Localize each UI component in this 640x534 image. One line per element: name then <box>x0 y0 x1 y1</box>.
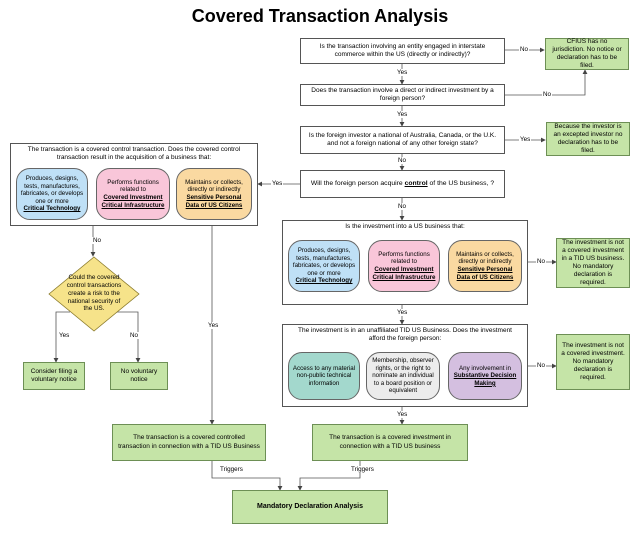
control-data-text: Maintains or collects, directly or indir… <box>185 178 243 194</box>
question-foreign-investment: Does the transaction involve a direct or… <box>300 84 505 106</box>
result-excepted-investor: Because the investor is an excepted inve… <box>546 122 630 156</box>
unaff-access-info: Access to any material non-public techni… <box>288 352 360 400</box>
label-no: No <box>397 203 408 210</box>
result-not-covered: The investment is not a covered investme… <box>556 334 630 390</box>
mandatory-declaration-analysis: Mandatory Declaration Analysis <box>232 490 388 524</box>
control-tech-emph: Critical Technology <box>23 205 81 213</box>
result-covered-controlled-transaction: The transaction is a covered controlled … <box>112 424 266 461</box>
label-triggers: Triggers <box>219 466 244 473</box>
control-sensitive-data: Maintains or collects, directly or indir… <box>176 168 252 220</box>
investment-frame-title: Is the investment into a US business tha… <box>345 223 465 230</box>
unaff-decision-making: Any involvement in Substantive Decision … <box>448 352 522 400</box>
control-infra-text: Performs functions related to <box>107 178 159 194</box>
control-infra-emph: Covered Investment Critical Infrastructu… <box>101 194 165 209</box>
invest-infra-emph: Covered Investment Critical Infrastructu… <box>372 266 436 281</box>
covered-control-frame-title: The transaction is a covered control tra… <box>27 146 241 162</box>
label-yes: Yes <box>396 111 409 118</box>
result-no-voluntary-notice: No voluntary notice <box>110 362 168 390</box>
control-data-emph: Sensitive Personal Data of US Citizens <box>185 194 243 209</box>
result-consider-filing: Consider filing a voluntary notice <box>23 362 85 390</box>
control-critical-infrastructure: Performs functions related to Covered In… <box>96 168 170 220</box>
control-question-prefix: Will the foreign person acquire <box>310 179 403 187</box>
unaff-involvement-emph: Substantive Decision Making <box>453 372 517 387</box>
question-acquire-control: Will the foreign person acquire control … <box>300 170 505 198</box>
question-excepted-investor: Is the foreign investor a national of Au… <box>300 126 505 154</box>
control-critical-technology: Produces, designs, tests, manufactures, … <box>16 168 88 220</box>
label-yes: Yes <box>396 309 409 316</box>
label-no: No <box>519 46 530 53</box>
invest-infra-text: Performs functions related to <box>378 250 430 266</box>
invest-critical-infrastructure: Performs functions related to Covered In… <box>368 240 440 292</box>
result-no-jurisdiction: CFIUS has no jurisdiction. No notice or … <box>545 38 629 70</box>
page-title: Covered Transaction Analysis <box>191 6 449 26</box>
invest-data-text: Maintains or collects, directly or indir… <box>456 250 514 266</box>
question-interstate-commerce: Is the transaction involving an entity e… <box>300 38 505 64</box>
label-no: No <box>536 258 547 265</box>
control-tech-text: Produces, designs, tests, manufactures, … <box>20 175 84 205</box>
invest-critical-technology: Produces, designs, tests, manufactures, … <box>288 240 360 292</box>
result-covered-investment: The transaction is a covered investment … <box>312 424 468 461</box>
label-no: No <box>397 157 408 164</box>
label-yes: Yes <box>396 69 409 76</box>
invest-data-emph: Sensitive Personal Data of US Citizens <box>456 266 514 281</box>
label-no: No <box>536 362 547 369</box>
label-no: No <box>542 91 553 98</box>
risk-decision-diamond <box>48 256 140 332</box>
label-triggers: Triggers <box>350 466 375 473</box>
invest-sensitive-data: Maintains or collects, directly or indir… <box>448 240 522 292</box>
invest-tech-text: Produces, designs, tests, manufactures, … <box>292 247 356 277</box>
label-no: No <box>92 237 103 244</box>
control-question-keyword: control <box>404 179 428 187</box>
invest-tech-emph: Critical Technology <box>295 277 353 285</box>
label-no: No <box>129 332 140 339</box>
risk-question: Could the covered control transactions c… <box>66 274 122 313</box>
unaff-membership-rights: Membership, observer rights, or the righ… <box>366 352 440 400</box>
unaffiliated-frame-title: The investment is in an unaffiliated TID… <box>297 327 512 343</box>
label-yes: Yes <box>58 332 71 339</box>
result-not-covered-tid: The investment is not a covered investme… <box>556 238 630 288</box>
label-yes: Yes <box>271 180 284 187</box>
label-yes: Yes <box>396 411 409 418</box>
label-yes: Yes <box>519 136 532 143</box>
label-yes: Yes <box>207 322 220 329</box>
control-question-suffix: of the US business, ? <box>429 179 495 187</box>
unaff-involvement-text: Any involvement in <box>459 364 511 372</box>
